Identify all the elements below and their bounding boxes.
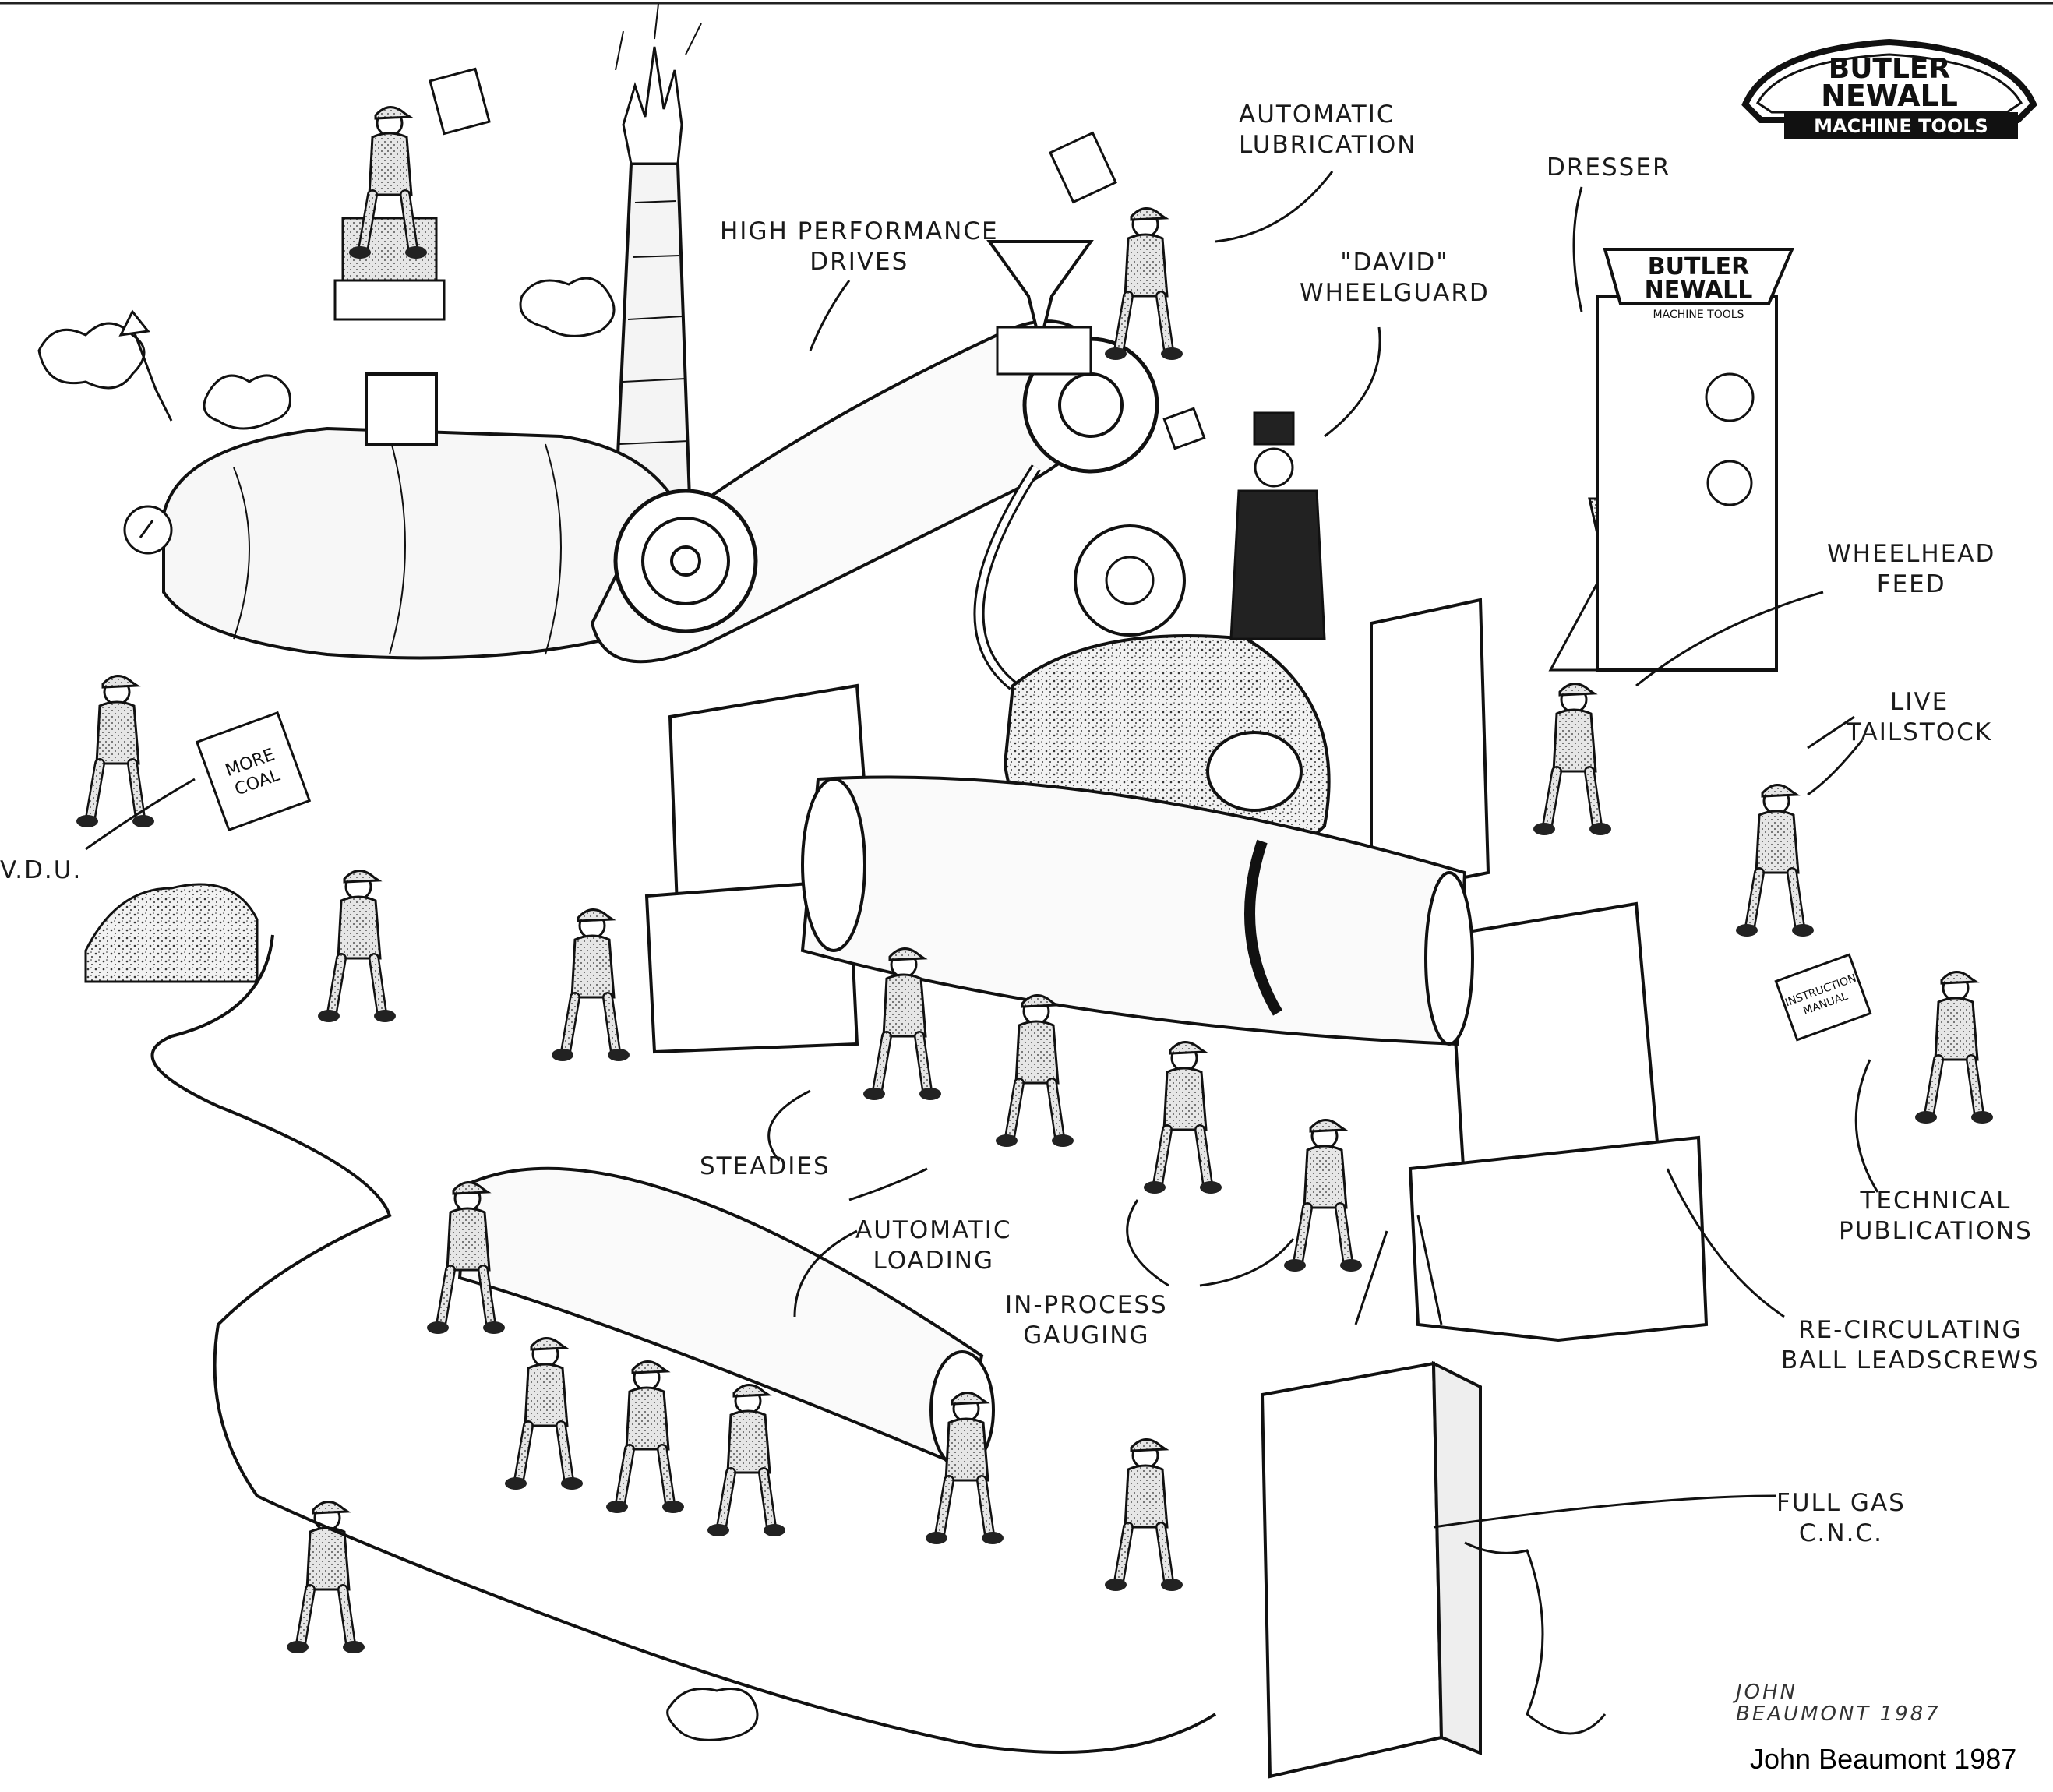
worker-gauge-1 [1144,1042,1222,1194]
label-automatic-lubrication: AUTOMATIC LUBRICATION [1239,101,1417,159]
artist-signature: JOHN BEAUMONT 1987 [1736,1681,1941,1726]
sign-line2: NEWALL [1645,277,1753,304]
worker-crank [318,870,396,1022]
label-high-performance-drives: HIGH PERFORMANCE DRIVES [720,217,999,276]
belt-drive [590,319,1186,690]
label-in-process-gauging: IN-PROCESS GAUGING [1005,1291,1168,1349]
logo-line2: NEWALL [1821,79,1958,113]
butler-newall-logo: BUTLER NEWALL MACHINE TOOLS [1741,38,2037,139]
boiler [123,372,696,660]
rope-ladder-right [1464,1541,1607,1735]
worker-supervisor [287,1501,365,1653]
rope [150,934,1217,1754]
worker-tailstock [1736,785,1814,937]
label-david-wheelguard: "DAVID" WHEELGUARD [1300,249,1490,307]
sign-booth: BUTLER NEWALL MACHINE TOOLS [1596,248,1795,672]
conductor [1162,407,1326,640]
worker-reading-on-stack [333,67,491,321]
worker-coal [76,676,154,827]
worker-oiling [1105,208,1183,360]
label-full-gas-cnc: FULL GAS C.N.C. [1776,1489,1906,1547]
worker-writing [1915,972,1993,1124]
rocket-icon [118,309,173,422]
chimney-stack [613,3,702,509]
oil-can [1049,131,1117,204]
workpiece-cylinder [800,775,1474,1046]
sign-line3: MACHINE TOOLS [1653,309,1744,321]
coal-heap: MORE COAL [84,711,312,983]
worker-wheelhead [1533,683,1611,835]
machine-bed [644,598,1709,1342]
logo-line1: BUTLER [1829,53,1950,85]
label-steadies: STEADIES [700,1152,831,1180]
credit-caption: John Beaumont 1987 [1750,1743,2017,1775]
worker-belt [552,909,630,1061]
label-vdu: V.D.U. [0,856,83,884]
instruction-manual: INSTRUCTION MANUAL [1774,953,1872,1042]
worker-steady-2 [996,995,1074,1147]
label-automatic-loading: AUTOMATIC LOADING [855,1216,1012,1275]
worker-gauge-2 [1284,1120,1362,1272]
sign-line1: BUTLER [1648,253,1749,280]
lubrication-funnel [986,240,1094,376]
label-dresser: DRESSER [1547,153,1671,182]
logo-line3: MACHINE TOOLS [1814,115,1988,137]
label-live-tailstock: LIVE TAILSTOCK [1847,688,1993,746]
cnc-block [1260,1215,1482,1779]
label-arrows [85,171,1879,1529]
worker-hammer [1105,1439,1183,1591]
label-wheelhead-feed: WHEELHEAD FEED [1827,540,1996,598]
label-technical-publications: TECHNICAL PUBLICATIONS [1839,1187,2033,1245]
label-recirculating-ball-leadscrews: RE-CIRCULATING BALL LEADSCREWS [1781,1316,2040,1374]
